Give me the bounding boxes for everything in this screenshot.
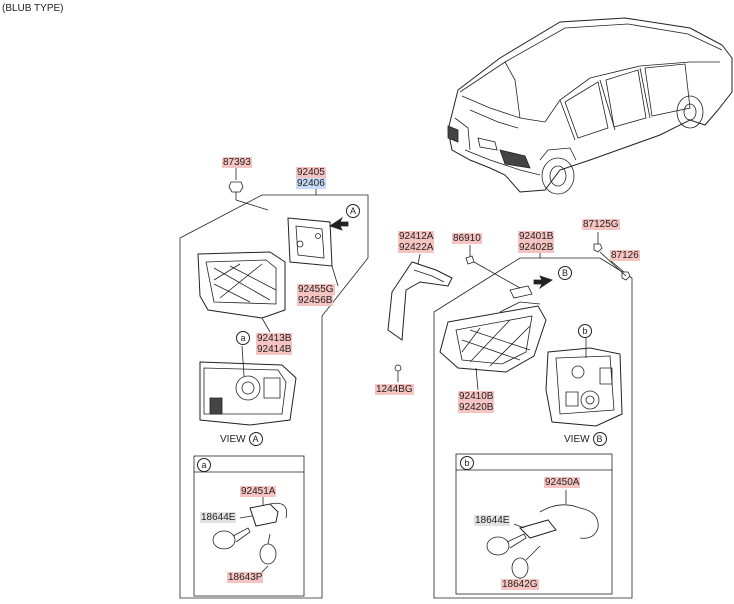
diagram-type-label: (BLUB TYPE)	[2, 3, 64, 14]
part-18642G[interactable]: 18642G	[501, 579, 539, 590]
part-92420B[interactable]: 92420B	[458, 402, 495, 413]
view-b-text: VIEW	[564, 434, 590, 445]
part-87126[interactable]: 87126	[610, 250, 640, 261]
part-18644E-left[interactable]: 18644E	[200, 512, 237, 523]
part-1244BG[interactable]: 1244BG	[375, 384, 414, 395]
callout-B-marker: B	[558, 266, 572, 280]
view-a-text: VIEW	[220, 434, 246, 445]
view-b-circle: B	[592, 432, 607, 446]
callout-b-marker: b	[578, 324, 592, 338]
part-92455G[interactable]: 92455G	[297, 284, 335, 295]
part-92414B[interactable]: 92414B	[256, 344, 293, 355]
part-92405[interactable]: 92405	[296, 167, 326, 178]
view-a-circle: A	[248, 432, 263, 446]
part-92456B[interactable]: 92456B	[297, 295, 334, 306]
part-92451A[interactable]: 92451A	[240, 486, 277, 497]
part-92401B[interactable]: 92401B	[518, 231, 555, 242]
vehicle-illustration	[447, 17, 733, 195]
part-92450A[interactable]: 92450A	[544, 477, 581, 488]
part-87125G[interactable]: 87125G	[582, 219, 620, 230]
part-86910[interactable]: 86910	[452, 233, 482, 244]
part-92406[interactable]: 92406	[296, 178, 326, 189]
callout-a-marker: a	[236, 331, 250, 345]
part-87393[interactable]: 87393	[222, 157, 252, 168]
part-92402B[interactable]: 92402B	[518, 242, 555, 253]
callout-A-marker: A	[346, 204, 360, 218]
detail-a-marker: a	[197, 458, 211, 472]
part-92412A[interactable]: 92412A	[398, 231, 435, 242]
part-92410B[interactable]: 92410B	[458, 391, 495, 402]
part-18644E-right[interactable]: 18644E	[474, 515, 511, 526]
detail-b-marker: b	[460, 456, 474, 470]
part-92413B[interactable]: 92413B	[256, 333, 293, 344]
part-92422A[interactable]: 92422A	[398, 242, 435, 253]
part-18643P[interactable]: 18643P	[227, 572, 264, 583]
